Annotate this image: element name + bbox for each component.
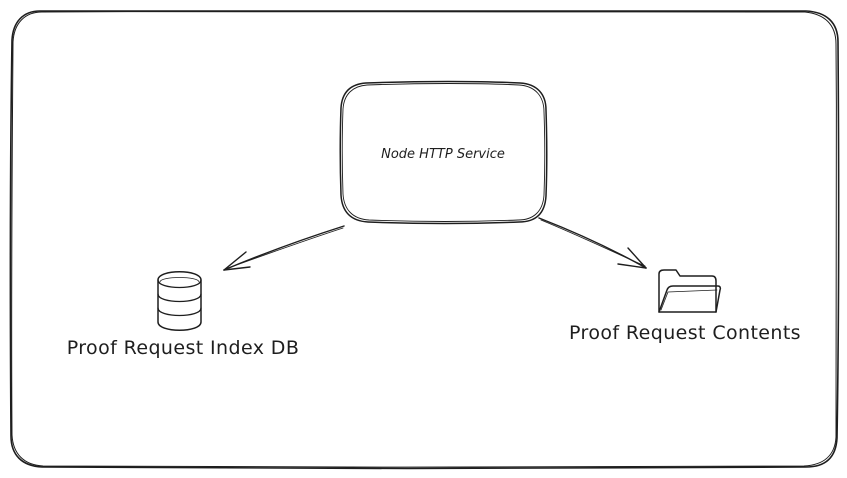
node-http-service-label: Node HTTP Service [381, 147, 505, 162]
arrow-service-to-index-db [223, 225, 345, 271]
index-db-label: Proof Request Index DB [67, 337, 300, 359]
database-icon [157, 271, 202, 331]
node-http-service-box: Node HTTP Service [339, 80, 548, 225]
folder-icon [658, 269, 722, 313]
arrow-service-to-contents [538, 217, 647, 269]
outer-frame [9, 9, 840, 470]
contents-label: Proof Request Contents [569, 322, 801, 344]
